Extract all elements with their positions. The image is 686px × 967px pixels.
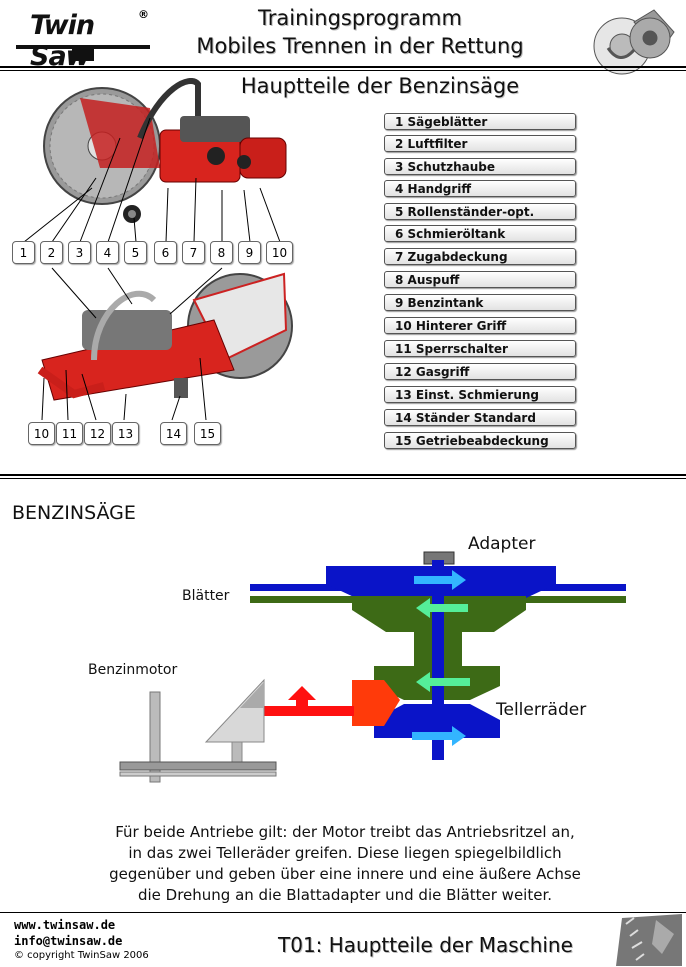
callout-15: 15 xyxy=(194,422,221,445)
list-item: 1 Sägeblätter xyxy=(384,113,576,130)
section-divider xyxy=(0,474,686,476)
section-divider-thin xyxy=(0,478,686,479)
list-item: 11 Sperrschalter xyxy=(384,340,576,357)
label-gears: Tellerräder xyxy=(496,700,587,720)
callout-10b: 10 xyxy=(28,422,55,445)
list-item: 2 Luftfilter xyxy=(384,135,576,152)
callout-5: 5 xyxy=(124,241,147,264)
list-item: 6 Schmieröltank xyxy=(384,225,576,242)
callout-4: 4 xyxy=(96,241,119,264)
callout-11: 11 xyxy=(56,422,83,445)
callout-14: 14 xyxy=(160,422,187,445)
caption-line: gegenüber und geben über eine innere und… xyxy=(109,865,581,883)
diagram-caption: Für beide Antriebe gilt: der Motor treib… xyxy=(40,822,650,906)
list-item: 15 Getriebeabdeckung xyxy=(384,432,576,449)
saw-front-view-image xyxy=(37,272,293,401)
footer-document-title: T01: Hauptteile der Maschine xyxy=(278,933,573,957)
logo-registered-mark: ® xyxy=(138,8,149,21)
saw-blade-corner-image xyxy=(616,914,682,966)
callout-1: 1 xyxy=(12,241,35,264)
callout-12: 12 xyxy=(84,422,111,445)
section-subtitle: Hauptteile der Benzinsäge xyxy=(240,74,520,98)
callout-3: 3 xyxy=(68,241,91,264)
list-item: 14 Ständer Standard xyxy=(384,409,576,426)
callout-2: 2 xyxy=(40,241,63,264)
callout-9: 9 xyxy=(238,241,261,264)
list-item: 7 Zugabdeckung xyxy=(384,248,576,265)
caption-line: in das zwei Telleräder greifen. Diese li… xyxy=(128,844,562,862)
list-item: 5 Rollenständer-opt. xyxy=(384,203,576,220)
header-title-line2: Mobiles Trennen in der Rettung xyxy=(196,34,524,58)
diagram-section-title: BENZINSÄGE xyxy=(12,502,136,524)
callout-7: 7 xyxy=(182,241,205,264)
twinsaw-logo: Twin Saw ® xyxy=(14,6,154,72)
drive-schematic-diagram xyxy=(119,551,626,783)
list-item: 3 Schutzhaube xyxy=(384,158,576,175)
list-item: 9 Benzintank xyxy=(384,294,576,311)
header-rule xyxy=(0,66,686,68)
saw-blades-header-image xyxy=(593,9,675,75)
callout-10: 10 xyxy=(266,241,293,264)
list-item: 4 Handgriff xyxy=(384,180,576,197)
list-item: 10 Hinterer Griff xyxy=(384,317,576,334)
label-adapter: Adapter xyxy=(468,534,536,554)
footer-copyright: © copyright TwinSaw 2006 xyxy=(14,950,149,961)
list-item: 8 Auspuff xyxy=(384,271,576,288)
list-item: 13 Einst. Schmierung xyxy=(384,386,576,403)
logo-bar-icon xyxy=(16,45,150,61)
header-rule-thin xyxy=(0,70,686,71)
footer-website-link[interactable]: www.twinsaw.de xyxy=(14,918,116,932)
label-engine: Benzinmotor xyxy=(88,662,178,678)
caption-line: Für beide Antriebe gilt: der Motor treib… xyxy=(115,823,575,841)
callout-6: 6 xyxy=(154,241,177,264)
list-item: 12 Gasgriff xyxy=(384,363,576,380)
header-title-line1: Trainingsprogramm xyxy=(258,6,462,30)
callout-8: 8 xyxy=(210,241,233,264)
callout-leader-lines xyxy=(23,117,281,421)
footer-email-link[interactable]: info@twinsaw.de xyxy=(14,934,123,948)
caption-line: die Drehung an die Blattadapter und die … xyxy=(137,886,553,904)
footer-rule xyxy=(0,912,686,913)
callout-13: 13 xyxy=(112,422,139,445)
label-blades: Blätter xyxy=(182,588,230,604)
